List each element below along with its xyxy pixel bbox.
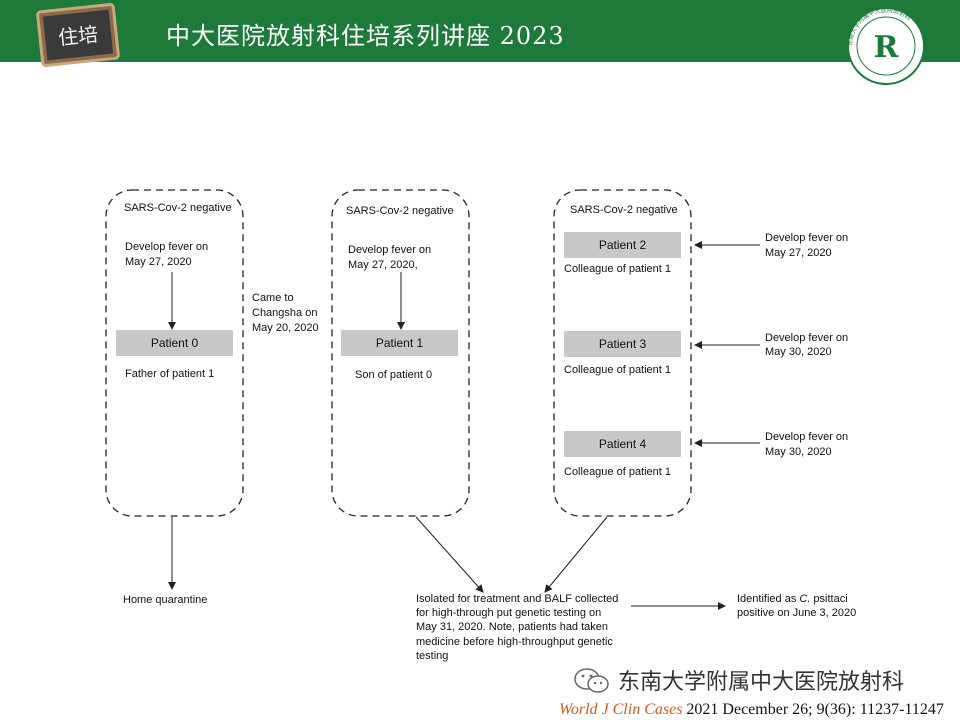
group0-status: SARS-Cov-2 negative bbox=[124, 202, 232, 214]
patient-4-fever-line2: May 30, 2020 bbox=[765, 446, 832, 458]
identified-line1: Identified as C. psittaci bbox=[737, 592, 848, 607]
group1-relation: Son of patient 0 bbox=[355, 369, 433, 381]
patient-2-box: Patient 2 bbox=[564, 232, 681, 258]
patient-4-relation: Colleague of patient 1 bbox=[564, 466, 672, 478]
isolation-line2: for high-through put genetic testing on bbox=[416, 607, 602, 619]
group0-fever-line2: May 27, 2020 bbox=[125, 256, 192, 268]
isolation-line5: testing bbox=[416, 650, 449, 662]
identified-line2: positive on June 3, 2020 bbox=[737, 607, 857, 619]
badge-text: 住培 bbox=[57, 22, 99, 50]
patient-2-relation: Colleague of patient 1 bbox=[564, 263, 672, 275]
travel-line3: May 20, 2020 bbox=[252, 322, 319, 334]
group0-relation: Father of patient 1 bbox=[125, 368, 215, 380]
arrow-group2-to-isolation bbox=[544, 516, 608, 593]
citation-details: 2021 December 26; 9(36): 11237-11247 bbox=[682, 701, 944, 718]
chalkboard-badge-icon: 住培 bbox=[35, 2, 121, 68]
patient-0-box: Patient 0 bbox=[116, 330, 233, 356]
patient-4-fever-line1: Develop fever on bbox=[765, 431, 849, 443]
patient-3-relation: Colleague of patient 1 bbox=[564, 364, 672, 376]
identified-post: psittaci bbox=[810, 593, 848, 605]
patient-4-box: Patient 4 bbox=[564, 431, 681, 457]
home-quarantine-label: Home quarantine bbox=[123, 594, 208, 606]
citation: World J Clin Cases 2021 December 26; 9(3… bbox=[559, 701, 944, 719]
arrow-group1-to-isolation bbox=[415, 516, 484, 593]
group1-status: SARS-Cov-2 negative bbox=[346, 205, 454, 217]
group1-fever-line2: May 27, 2020, bbox=[348, 259, 418, 271]
group0-fever-line1: Develop fever on bbox=[125, 241, 209, 253]
wechat-icon bbox=[572, 666, 612, 696]
group-box-colleagues bbox=[553, 189, 692, 517]
hospital-logo-icon: 东南大学附属中大医院放射科 R bbox=[846, 6, 926, 86]
isolation-line3: May 31, 2020. Note, patients had taken bbox=[416, 621, 609, 633]
patient-3-box: Patient 3 bbox=[564, 331, 681, 357]
group-box-patient-0 bbox=[105, 189, 244, 517]
isolation-line4: medicine before high-throughput genetic bbox=[416, 636, 613, 648]
logo-letter: R bbox=[874, 30, 900, 65]
header-bar bbox=[0, 0, 960, 62]
patient-1-box: Patient 1 bbox=[341, 330, 458, 356]
group-box-patient-1 bbox=[331, 189, 470, 517]
identified-species-abbrev: C. bbox=[799, 593, 811, 605]
identified-pre: Identified as bbox=[737, 593, 800, 605]
patient-3-fever-line2: May 30, 2020 bbox=[765, 346, 832, 358]
travel-line2: Changsha on bbox=[252, 307, 318, 319]
patient-2-fever-line2: May 27, 2020 bbox=[765, 247, 832, 259]
patient-3-fever-line1: Develop fever on bbox=[765, 332, 849, 344]
patient-2-fever-line1: Develop fever on bbox=[765, 232, 849, 244]
watermark-text: 东南大学附属中大医院放射科 bbox=[618, 670, 905, 695]
citation-journal: World J Clin Cases bbox=[559, 701, 683, 718]
travel-line1: Came to bbox=[252, 292, 294, 304]
group1-fever-line1: Develop fever on bbox=[348, 244, 432, 256]
group2-status: SARS-Cov-2 negative bbox=[570, 204, 678, 216]
isolation-line1: Isolated for treatment and BALF collecte… bbox=[416, 593, 619, 605]
page-title: 中大医院放射科住培系列讲座 2023 bbox=[166, 22, 565, 50]
